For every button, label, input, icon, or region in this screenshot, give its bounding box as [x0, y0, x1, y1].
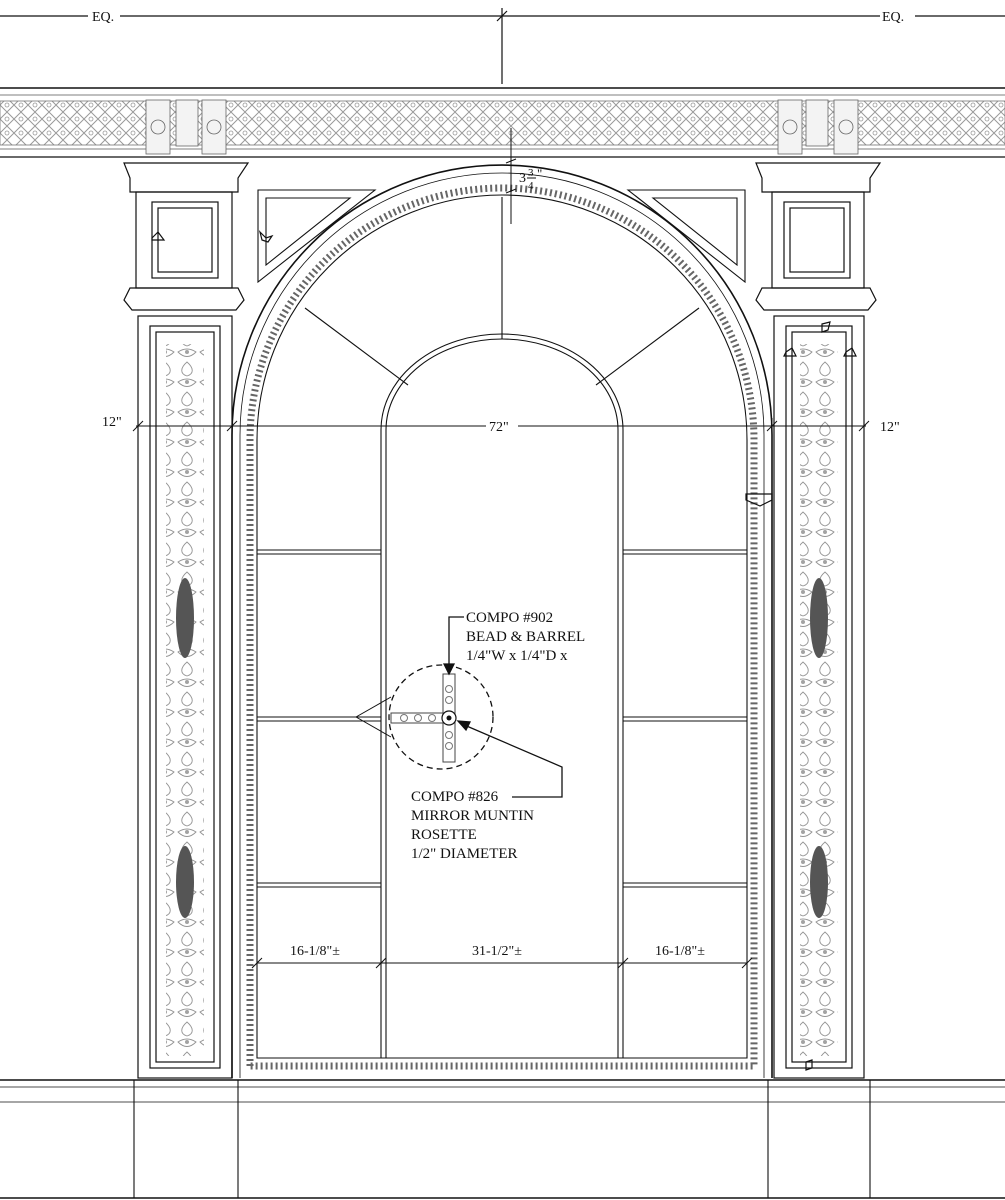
width-dimension-line — [132, 418, 870, 436]
eq-left-label: EQ. — [92, 10, 114, 25]
left-oval-medallion-top — [176, 578, 194, 658]
top-gap-denominator: 4 — [528, 180, 534, 192]
section-markers — [151, 230, 857, 1071]
rosette-callout-line2: MIRROR MUNTIN — [411, 808, 534, 824]
right-corbels — [777, 99, 859, 155]
right-pilaster-width: 12" — [880, 420, 900, 435]
rosette-callout-line1: COMPO #826 — [411, 789, 499, 805]
top-gap-numerator: 3 — [528, 167, 534, 179]
top-gap-dimension — [505, 128, 517, 224]
left-pilaster-width: 12" — [102, 415, 122, 430]
bead-leader — [442, 616, 464, 676]
right-oval-medallion-top — [810, 578, 828, 658]
pane-dimension-line — [251, 955, 753, 971]
base-molding — [0, 1079, 1005, 1199]
opening-width: 72" — [489, 420, 509, 435]
right-spandrel — [626, 189, 746, 284]
rosette-leader — [456, 720, 563, 798]
muntins — [257, 197, 747, 1058]
right-oval-medallion-bottom — [810, 846, 828, 918]
left-ornament-strip — [166, 344, 204, 1056]
bead-callout-line3: 1/4"W x 1/4"D x — [466, 648, 568, 664]
rosette-callout-line4: 1/2" DIAMETER — [411, 846, 518, 862]
bead-callout-line2: BEAD & BARREL — [466, 629, 585, 645]
pane-left-width: 16-1/8"± — [290, 944, 340, 959]
bead-callout-line1: COMPO #902 — [466, 610, 553, 626]
left-corbels — [145, 99, 227, 155]
right-pilaster — [755, 162, 882, 1079]
left-spandrel — [257, 189, 377, 284]
eq-right-label: EQ. — [882, 10, 904, 25]
pane-center-width: 31-1/2"± — [472, 944, 522, 959]
arch-frame — [231, 164, 773, 1078]
rosette-callout-line3: ROSETTE — [411, 827, 477, 843]
pane-right-width: 16-1/8"± — [655, 944, 705, 959]
right-ornament-strip — [800, 344, 838, 1056]
eq-dimension-line — [0, 8, 1005, 84]
top-gap-unit: " — [537, 166, 542, 181]
left-oval-medallion-bottom — [176, 846, 194, 918]
top-gap-whole: 3 — [519, 171, 526, 186]
